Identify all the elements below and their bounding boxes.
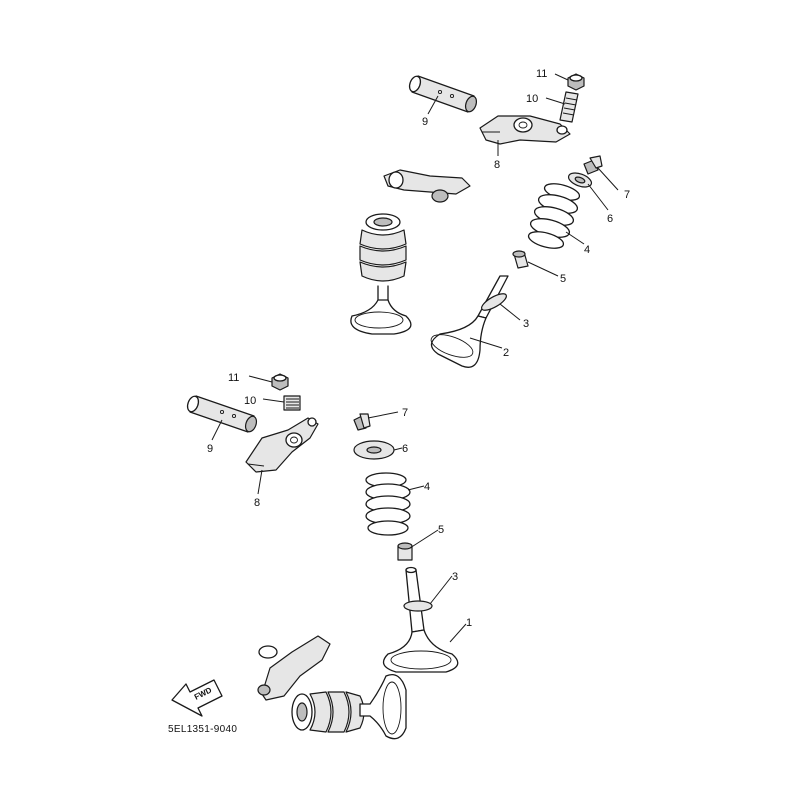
top-valve-stem-seal [512,250,529,269]
callout-bottom-7: 7 [402,407,408,419]
bottom-valve-cotter [353,413,371,431]
top-assembly [350,73,603,368]
bottom-rocker-arm-secondary [257,635,331,701]
callouts-top: 11 10 9 8 7 6 4 5 3 2 [422,68,630,359]
callout-top-7: 7 [624,189,630,201]
callout-bottom-1: 1 [466,617,472,629]
callout-bottom-8: 8 [254,497,260,509]
bottom-valve-stem-seal [397,542,413,561]
callout-top-8: 8 [494,159,500,171]
top-rocker-shaft [408,75,478,113]
bottom-spring-assembled [291,691,365,733]
callouts-bottom: 11 10 9 8 7 6 4 5 3 1 [207,372,472,629]
callout-bottom-6: 6 [402,443,408,455]
top-spring-retainer [567,172,593,188]
bottom-rocker-shaft [186,395,258,433]
bottom-valve [382,566,459,673]
fwd-direction-arrow-icon: FWD [171,679,223,717]
top-valve-spring [527,183,581,249]
top-valve-cotter [583,155,603,175]
callout-bottom-3: 3 [452,571,458,583]
top-adjusting-screw [559,91,579,123]
callout-bottom-10: 10 [244,395,256,407]
callout-top-11: 11 [536,68,547,80]
callout-top-5: 5 [560,273,566,285]
top-rocker-arm [479,115,571,145]
bottom-rocker-arm [245,417,319,473]
callout-bottom-5: 5 [438,524,444,536]
callout-bottom-11: 11 [228,372,239,384]
bottom-valve-spring [365,472,411,536]
bottom-valve-assembled [359,673,407,740]
top-rocker-arm-secondary [383,169,471,203]
callout-top-3: 3 [523,318,529,330]
diagram-reference-code: 5EL1351-9040 [168,724,237,735]
bottom-spring-retainer [353,440,395,460]
top-valve-assembled [350,299,412,335]
callout-top-10: 10 [526,93,538,105]
callout-top-6: 6 [607,213,613,225]
bottom-adjusting-screw [283,395,301,411]
bottom-assembly: FWD [171,373,459,740]
bottom-lock-nut [271,373,289,391]
callout-bottom-9: 9 [207,443,213,455]
callout-bottom-4: 4 [424,481,430,493]
top-lock-nut [567,73,585,91]
callout-top-9: 9 [422,116,428,128]
leader-lines [211,73,619,643]
top-spring-assembled [359,213,407,305]
callout-top-2: 2 [503,347,509,359]
callout-top-4: 4 [584,244,590,256]
top-valve [430,275,509,368]
